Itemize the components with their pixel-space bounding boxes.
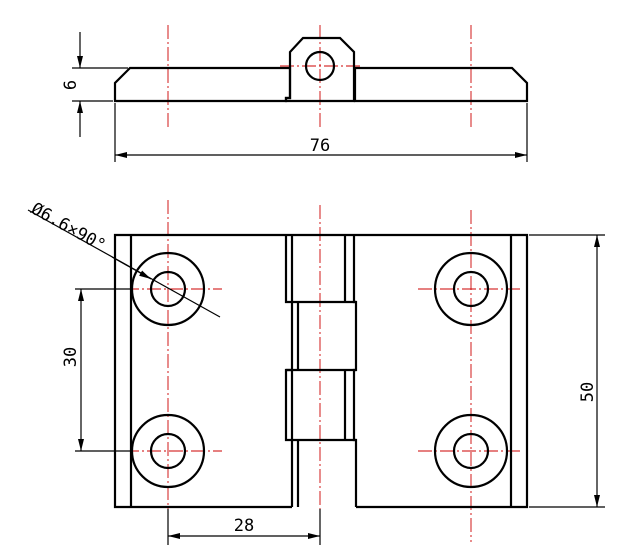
hole-bore (149, 432, 187, 470)
side-knuckle (284, 36, 356, 103)
plan-leaf-left-outline (113, 233, 292, 509)
countersink-outer (130, 413, 206, 489)
hole-top-right (433, 251, 509, 327)
countersink-outer (433, 413, 509, 489)
hole-bottom-right (433, 413, 509, 489)
side-leaf-left (113, 66, 292, 103)
plan-knuckle-right-leaf (286, 235, 358, 507)
plan-leaf-right-outline (354, 233, 529, 509)
hole-offset-label: 28 (234, 516, 254, 536)
side-leaf-right (353, 66, 529, 103)
overall-height-label: 50 (578, 382, 598, 402)
hole-bore (452, 270, 490, 308)
hole-bottom-left (130, 413, 206, 489)
plan-knuckle-left-leaf (284, 233, 354, 507)
plan-view: Ø6.6×90° 30 28 50 (28, 199, 605, 545)
side-view: 6 76 (61, 25, 529, 162)
countersink-outer (433, 251, 509, 327)
countersink-outer (130, 251, 206, 327)
side-pin-hole (304, 50, 336, 82)
hole-top-left (130, 251, 206, 327)
hole-bore (149, 270, 187, 308)
overall-width-label: 76 (310, 136, 330, 156)
hole-spec-label: Ø6.6×90° (28, 199, 109, 256)
hole-callout-arrow (111, 256, 152, 280)
hole-bore (452, 432, 490, 470)
thickness-dimension-label: 6 (61, 80, 81, 90)
hole-pitch-label: 30 (61, 347, 81, 367)
